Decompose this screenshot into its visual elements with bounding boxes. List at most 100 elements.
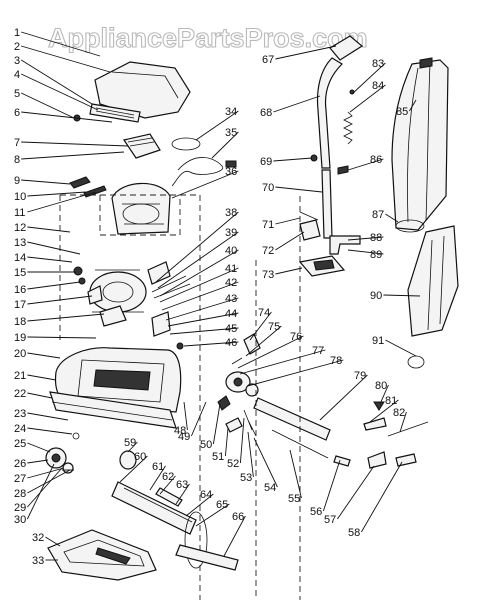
switch (123, 133, 161, 159)
part-label-6: 6 (14, 107, 20, 119)
leader-line-41 (159, 267, 239, 303)
part-label-87: 87 (372, 209, 384, 221)
part-label-50: 50 (200, 439, 212, 451)
part-label-81: 81 (385, 395, 397, 407)
part-label-1: 1 (14, 27, 20, 39)
leader-line-12 (27, 226, 71, 233)
leader-line-30 (26, 463, 55, 520)
leader-line-40 (159, 249, 239, 297)
part-label-39: 39 (225, 227, 237, 239)
part-label-24: 24 (14, 423, 26, 435)
handle-grip (329, 35, 364, 61)
part-label-28: 28 (14, 488, 26, 500)
part-label-16: 16 (14, 284, 26, 296)
part-label-69: 69 (260, 156, 272, 168)
part-label-59: 59 (124, 437, 136, 449)
part-label-75: 75 (268, 321, 280, 333)
leader-line-25 (27, 442, 51, 453)
part-label-40: 40 (225, 245, 237, 257)
part-label-51: 51 (212, 451, 224, 463)
part-label-57: 57 (324, 514, 336, 526)
part-label-71: 71 (262, 219, 274, 231)
brush-roll (111, 481, 197, 535)
upper-handle-tube (316, 57, 343, 169)
leader-line-42 (161, 281, 239, 311)
leader-line-5 (21, 92, 75, 119)
outer-bag (391, 59, 449, 231)
part-label-33: 33 (32, 555, 44, 567)
part-label-38: 38 (225, 207, 237, 219)
leader-line-17 (27, 295, 93, 305)
leader-line-38 (155, 211, 239, 283)
part-label-91: 91 (372, 335, 384, 347)
leader-line-76 (237, 335, 304, 369)
part-label-78: 78 (330, 355, 342, 367)
leader-line-44 (167, 312, 239, 327)
part-label-82: 82 (393, 407, 405, 419)
leader-line-73 (275, 267, 303, 275)
leader-line-63 (175, 483, 190, 505)
leader-line-56 (322, 459, 341, 512)
part-label-19: 19 (14, 332, 26, 344)
part-label-63: 63 (176, 479, 188, 491)
spring (343, 111, 353, 145)
part-label-32: 32 (32, 532, 44, 544)
leader-line-48 (183, 401, 188, 431)
leader-line-24 (27, 427, 73, 435)
part-label-86: 86 (370, 154, 382, 166)
leader-line-19 (27, 336, 97, 339)
leader-line-52 (239, 417, 245, 464)
leader-line-13 (27, 241, 81, 255)
part-label-23: 23 (14, 408, 26, 420)
part-label-25: 25 (14, 438, 26, 450)
leader-line-45 (169, 327, 239, 335)
leader-line-1 (21, 31, 101, 57)
brush-roll-end (119, 450, 137, 470)
leader-line-35 (211, 131, 239, 159)
leader-line-67 (275, 45, 337, 60)
leader-line-60 (119, 455, 148, 483)
leader-line-29 (27, 467, 63, 508)
part-label-74: 74 (258, 307, 270, 319)
part-label-77: 77 (312, 345, 324, 357)
part-label-27: 27 (14, 473, 26, 485)
leader-line-66 (223, 515, 246, 557)
part-label-14: 14 (14, 252, 26, 264)
part-label-72: 72 (262, 245, 274, 257)
part-label-26: 26 (14, 458, 26, 470)
leader-line-75 (245, 325, 282, 357)
part-label-65: 65 (216, 499, 228, 511)
leader-line-39 (157, 231, 239, 289)
leader-line-10 (27, 191, 87, 197)
leader-line-16 (27, 281, 81, 290)
leader-line-34 (195, 110, 239, 141)
leader-line-50 (212, 403, 221, 445)
leader-line-57 (337, 465, 375, 520)
leader-line-9 (21, 179, 71, 185)
part-label-58: 58 (348, 527, 360, 539)
part-label-89: 89 (370, 249, 382, 261)
leader-line-20 (27, 352, 61, 359)
part-label-84: 84 (372, 80, 384, 92)
leader-line-82 (399, 411, 407, 433)
leader-line-11 (27, 191, 97, 213)
part-label-90: 90 (370, 290, 382, 302)
part-label-64: 64 (200, 489, 212, 501)
part-label-4: 4 (14, 69, 20, 81)
leader-line-72 (275, 231, 305, 251)
part-label-79: 79 (354, 370, 366, 382)
part-label-53: 53 (240, 472, 252, 484)
leader-line-53 (247, 431, 254, 478)
leader-line-55 (289, 449, 302, 499)
part-label-2: 2 (14, 41, 20, 53)
agitator (175, 544, 239, 571)
leader-line-78 (247, 359, 344, 387)
leader-lines (20, 31, 421, 561)
leader-line-49 (190, 401, 207, 437)
leader-line-46 (183, 341, 239, 347)
part-label-29: 29 (14, 502, 26, 514)
light-lens (89, 103, 141, 123)
part-label-10: 10 (14, 191, 26, 203)
